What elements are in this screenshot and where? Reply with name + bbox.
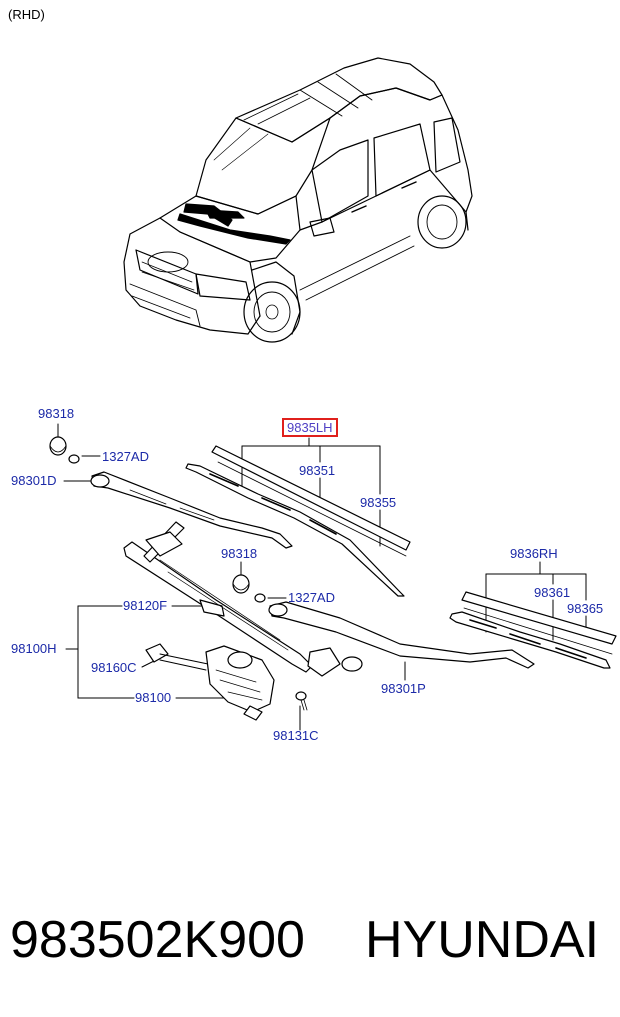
callout-1327ad-top[interactable]: 1327AD <box>102 449 149 464</box>
callout-98301d[interactable]: 98301D <box>11 473 57 488</box>
callout-98355[interactable]: 98355 <box>360 495 397 510</box>
callout-1327ad-mid[interactable]: 1327AD <box>288 590 335 605</box>
callout-98365[interactable]: 98365 <box>567 601 604 616</box>
callout-9835lh[interactable]: 9835LH <box>282 418 338 437</box>
callout-98100h[interactable]: 98100H <box>11 641 57 656</box>
part-number: 983502K900 <box>10 911 305 969</box>
callout-98120f[interactable]: 98120F <box>123 598 168 613</box>
brand-name: HYUNDAI <box>365 911 600 969</box>
car-illustration <box>123 57 473 343</box>
callout-98131c[interactable]: 98131C <box>273 728 319 743</box>
callout-98100[interactable]: 98100 <box>135 690 172 705</box>
wiper-parts <box>49 436 617 721</box>
callout-98301p[interactable]: 98301P <box>381 681 426 696</box>
callout-9836rh[interactable]: 9836RH <box>510 546 558 561</box>
footer-caption: 983502K900 HYUNDAI <box>0 905 620 975</box>
callout-98160c[interactable]: 98160C <box>91 660 137 675</box>
callout-98318-mid[interactable]: 98318 <box>221 546 258 561</box>
callout-98318-top[interactable]: 98318 <box>38 406 75 421</box>
callout-98361[interactable]: 98361 <box>534 585 571 600</box>
callout-98351[interactable]: 98351 <box>299 463 336 478</box>
variant-label: (RHD) <box>8 7 45 22</box>
diagram-artwork <box>49 57 617 731</box>
parts-diagram: (RHD) 98318 1327AD 98301D 9835LH 98351 9… <box>8 7 617 743</box>
